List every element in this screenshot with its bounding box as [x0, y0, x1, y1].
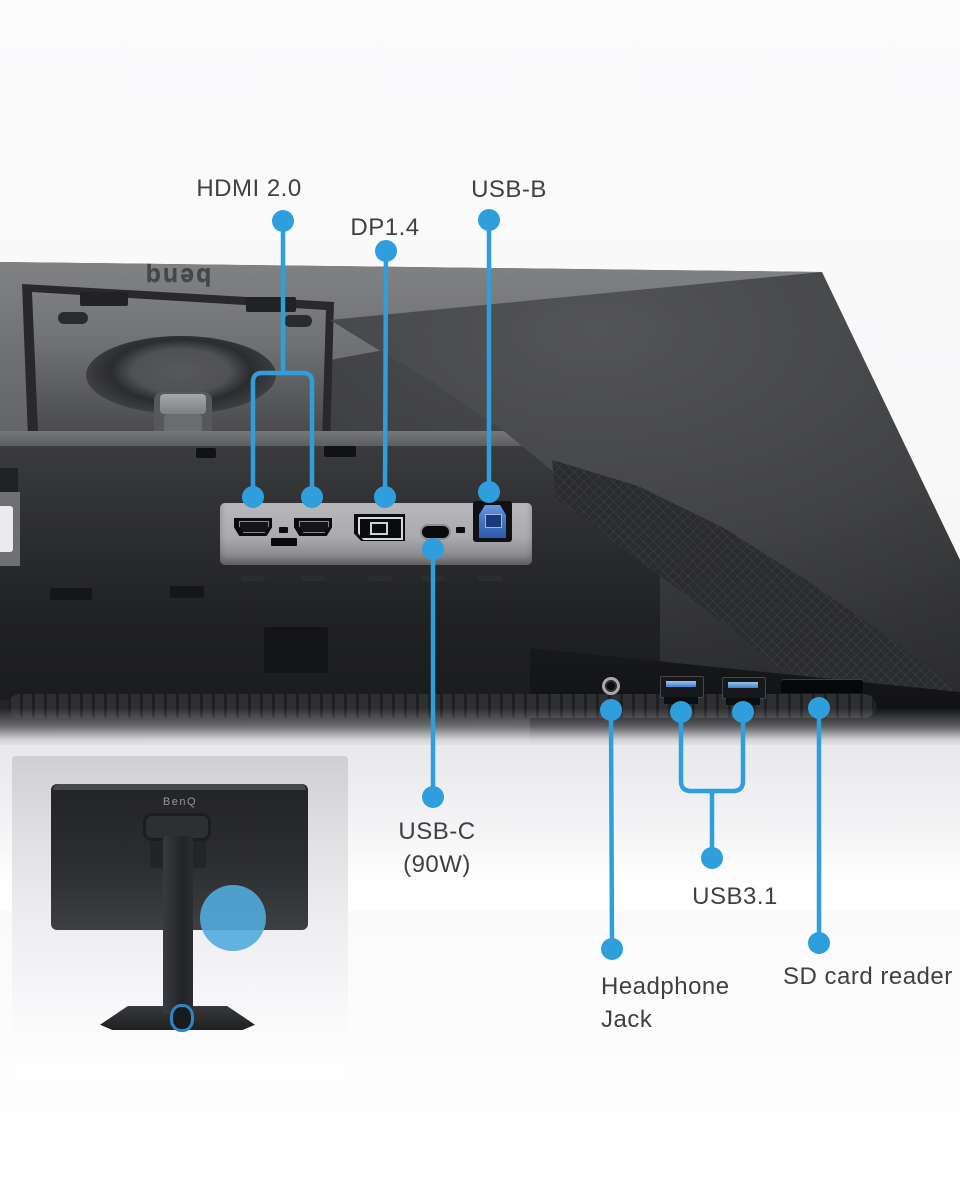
vent-slot: [170, 586, 204, 598]
sd-label: SD card reader: [783, 963, 953, 990]
port-label-mark: [301, 576, 325, 581]
monitor-rear-photo: benq: [0, 262, 960, 745]
usb31-label: USB3.1: [692, 883, 778, 910]
usb-a-1-tongue: [666, 681, 696, 687]
screw-hole: [284, 315, 312, 327]
inset-monitor-top-edge: [53, 784, 306, 790]
port-label-mark: [241, 576, 265, 581]
usb-a-port-1: [660, 676, 704, 698]
usb-c-port: [420, 524, 451, 540]
left-edge-detail: [0, 468, 18, 494]
hdmi-port-1-inner: [239, 521, 269, 533]
dp-label-dot: [375, 240, 397, 262]
usb-b-slot: [485, 514, 502, 528]
usb-b-port: [473, 501, 512, 542]
ports-highlight-circle: [200, 885, 266, 951]
inset-cable-clip: [170, 1004, 194, 1032]
hdmi-label-dot: [272, 210, 294, 232]
dp-label: DP1.4: [350, 214, 420, 241]
usb-a-2-tongue: [728, 682, 758, 688]
vent-slot: [324, 446, 356, 457]
displayport-contact: [370, 522, 388, 535]
latch-button: [160, 394, 206, 414]
inset-stand-column: [163, 836, 193, 1014]
usb-a-port-2: [722, 677, 766, 699]
latch-body: [164, 414, 202, 436]
displayport-port: [354, 514, 405, 541]
headphone-label-dot: [601, 938, 623, 960]
sd-card-slot: [781, 679, 863, 693]
usb-b-label-dot: [478, 209, 500, 231]
bottom-fade: [0, 708, 960, 745]
hdmi-label: HDMI 2.0: [196, 175, 302, 202]
headphone-label: Headphone Jack: [601, 970, 730, 1036]
hdmi-port-2: [294, 518, 332, 536]
left-edge-port-inner: [0, 506, 13, 552]
panel-slot: [271, 538, 297, 546]
headphone-jack-port: [602, 677, 620, 695]
usb-a-1-base: [664, 697, 698, 704]
usb-c-label-line2: (90W): [403, 851, 471, 878]
vent-slot: [196, 448, 216, 458]
headphone-label-line2: Jack: [601, 1006, 653, 1033]
vent-opening: [264, 627, 328, 673]
benq-logo-inset: BenQ: [162, 796, 198, 808]
service-slit: [279, 527, 288, 533]
hdmi-port-1: [234, 518, 272, 536]
vent-slot: [50, 588, 92, 600]
cover-edge-lip: [0, 431, 578, 446]
screw-hole: [58, 312, 88, 324]
port-label-mark: [421, 576, 445, 581]
sd-label-dot: [808, 932, 830, 954]
benq-logo-rear: benq: [143, 262, 212, 290]
headphone-label-line1: Headphone: [601, 973, 730, 1000]
port-label-mark: [368, 576, 392, 581]
service-slit: [456, 527, 465, 533]
port-label-mark: [478, 576, 502, 581]
vesa-slot: [80, 292, 128, 306]
usb-a-2-base: [726, 698, 760, 705]
vesa-slot: [246, 297, 296, 312]
usb-c-label: USB-C (90W): [398, 815, 475, 881]
usb-c-label-line1: USB-C: [398, 818, 476, 845]
hdmi-port-2-inner: [299, 521, 329, 533]
usb-b-label: USB-B: [471, 176, 547, 203]
